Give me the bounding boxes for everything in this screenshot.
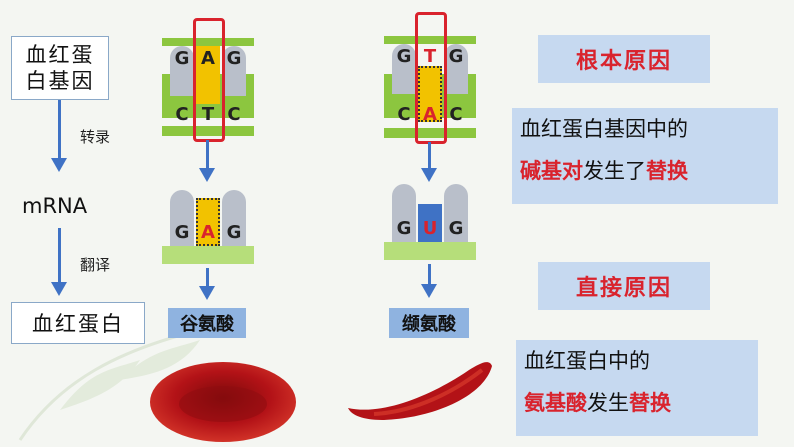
highlight-frame — [193, 18, 225, 142]
arrow-head — [51, 158, 67, 172]
transcription-label: 转录 — [80, 128, 111, 146]
highlight-text: 替换 — [646, 159, 688, 183]
mrna-base: G — [396, 218, 412, 239]
plain-text: 发生了 — [583, 159, 646, 183]
arrow — [206, 140, 209, 170]
protein-box: 血红蛋白 — [11, 302, 145, 344]
protein-label: 血红蛋白 — [32, 312, 124, 336]
arrow — [428, 264, 431, 286]
arrow-head — [51, 282, 67, 296]
arrow-head — [421, 284, 437, 298]
plain-text: 发生 — [587, 391, 629, 415]
root-line2: 碱基对发生了替换 — [520, 150, 778, 192]
mrna-label: mRNA — [22, 194, 88, 218]
highlight-text: 碱基对 — [520, 159, 583, 183]
arrow — [428, 142, 431, 170]
direct-line2: 氨基酸发生替换 — [524, 382, 758, 424]
dna-bottom-base: C — [227, 104, 241, 125]
dna-top-base: A — [201, 48, 215, 69]
dna-top-base: G — [174, 48, 190, 69]
highlight-frame — [415, 12, 447, 144]
gene-label: 血红蛋白基因 — [25, 43, 95, 93]
mutant-mrna: G U G — [384, 184, 476, 264]
direct-line1: 血红蛋白中的 — [524, 349, 650, 373]
translation-label: 翻译 — [80, 256, 111, 274]
direct-cause-title: 直接原因 — [538, 262, 710, 310]
highlight-text: 氨基酸 — [524, 391, 587, 415]
dna-bottom-base: C — [397, 104, 411, 125]
dna-top-base: G — [226, 48, 242, 69]
mrna-base: A — [201, 222, 215, 243]
dna-bottom-base: T — [201, 104, 215, 125]
direct-cause-desc: 血红蛋白中的 氨基酸发生替换 — [516, 340, 758, 436]
normal-dna: G A G C T C — [162, 18, 254, 142]
mrna-base: U — [422, 218, 438, 239]
mrna-base: G — [448, 218, 464, 239]
dna-bottom-base: C — [449, 104, 463, 125]
gene-box: 血红蛋白基因 — [11, 36, 109, 100]
arrow — [206, 268, 209, 288]
arrow-translation — [58, 228, 61, 284]
arrow-head — [199, 168, 215, 182]
normal-red-blood-cell — [150, 362, 296, 442]
arrow-transcription — [58, 100, 61, 160]
mrna-base: G — [226, 222, 242, 243]
amino-acid-normal: 谷氨酸 — [168, 308, 246, 338]
arrow-head — [199, 286, 215, 300]
dna-top-base: G — [448, 46, 464, 67]
dna-bottom-base: A — [423, 104, 437, 125]
root-line1: 血红蛋白基因中的 — [520, 117, 688, 141]
root-cause-desc: 血红蛋白基因中的 碱基对发生了替换 — [512, 108, 778, 204]
arrow-head — [421, 168, 437, 182]
highlight-text: 替换 — [629, 391, 671, 415]
dna-bottom-base: C — [175, 104, 189, 125]
amino-acid-mutant: 缬氨酸 — [389, 308, 469, 338]
sickle-red-blood-cell — [348, 362, 492, 420]
root-cause-title: 根本原因 — [538, 35, 710, 83]
normal-mrna: G A G — [162, 188, 254, 268]
mutant-dna: G T G C A C — [384, 12, 476, 144]
mrna-base: G — [174, 222, 190, 243]
dna-top-base: T — [423, 46, 437, 67]
dna-top-base: G — [396, 46, 412, 67]
